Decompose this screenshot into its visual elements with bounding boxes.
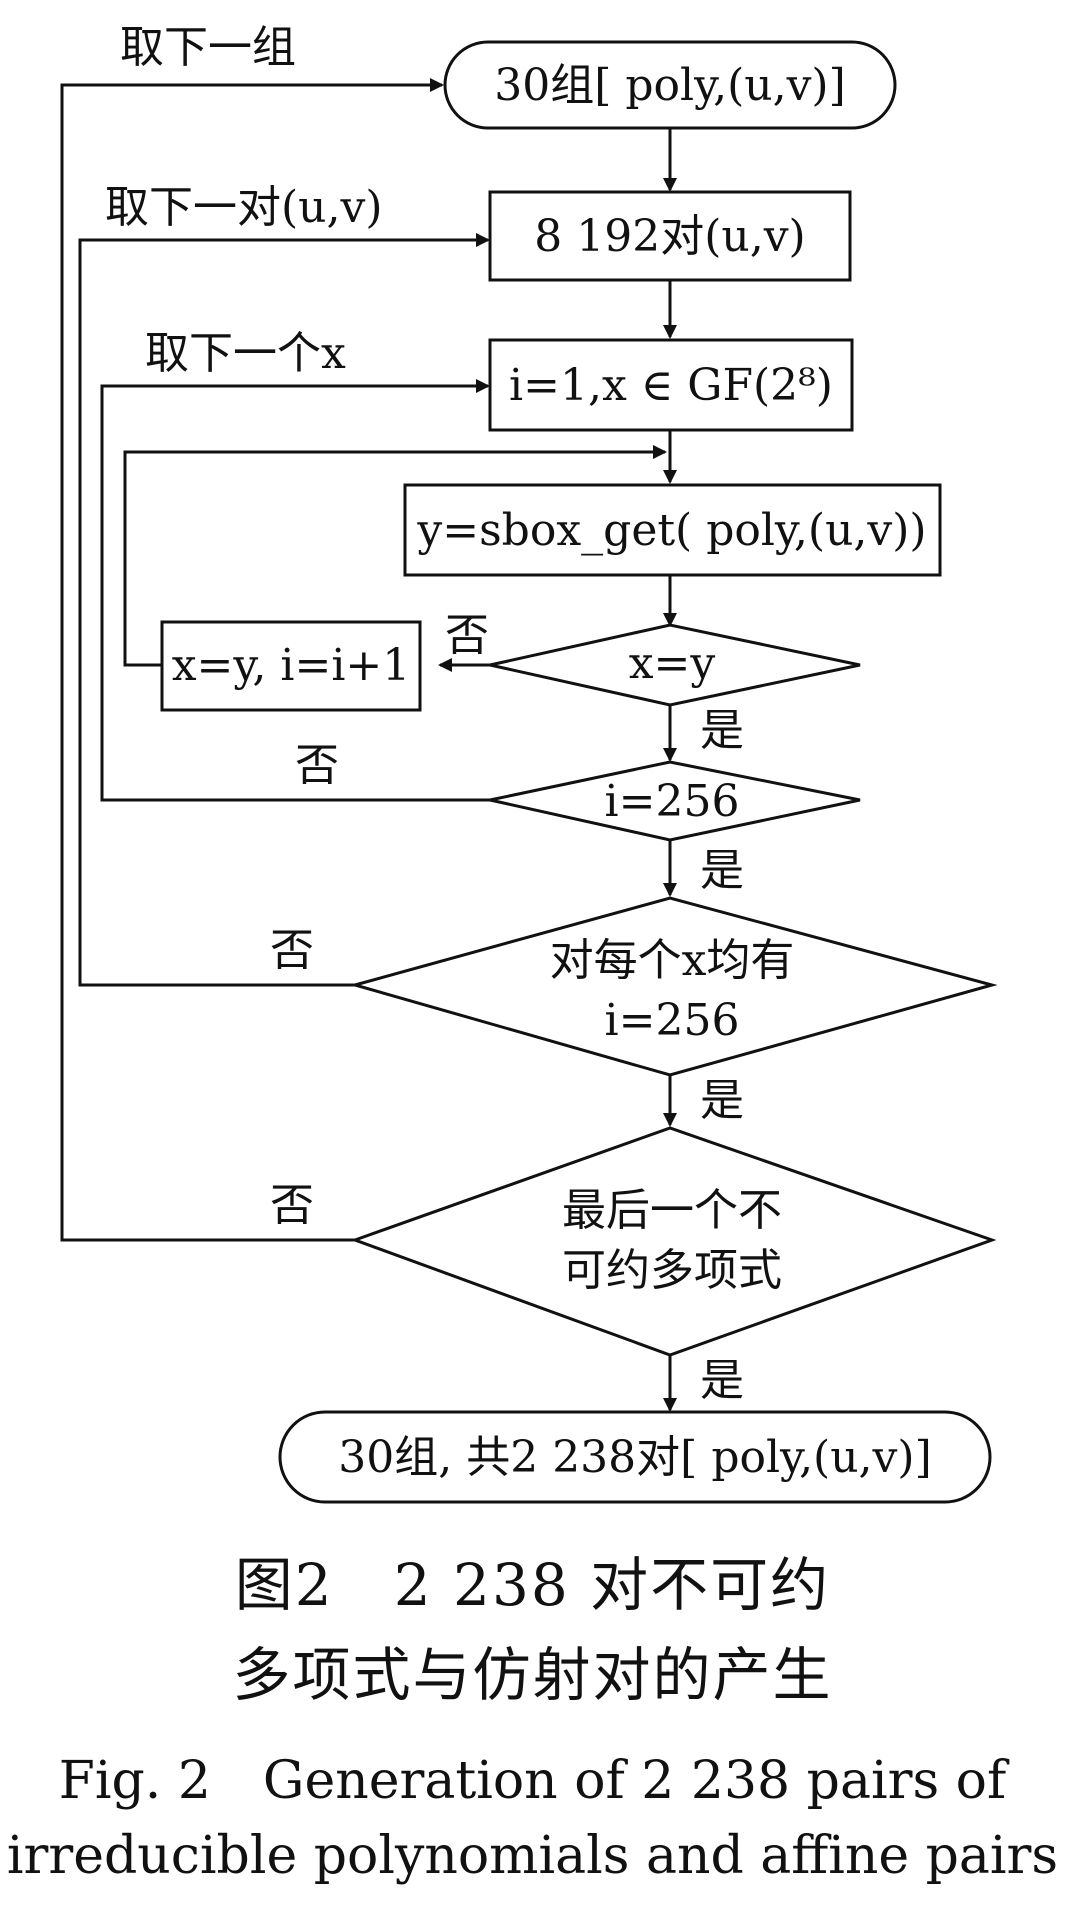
end-node xyxy=(278,1410,992,1504)
edge-loop-next-group xyxy=(60,78,444,1242)
update-label: x=y, i=i+1 xyxy=(172,640,411,691)
label-next-x: 取下一个x xyxy=(145,328,346,379)
edge-loop-next-pair xyxy=(78,233,490,987)
pairs-node xyxy=(488,190,852,282)
caption-zh-line1: 图2 2 238 对不可约 xyxy=(234,1551,831,1619)
init-node xyxy=(488,338,854,432)
cond-all-node xyxy=(349,896,998,1077)
caption-zh-line2: 多项式与仿射对的产生 xyxy=(232,1641,833,1709)
label-yes-xy: 是 xyxy=(700,705,744,756)
cond-i256-node xyxy=(489,760,861,842)
start-label: 30组[ poly,(u,v)] xyxy=(494,60,846,111)
update-node xyxy=(160,620,422,712)
start-node xyxy=(443,40,897,130)
init-label: i=1,x ∈ GF(2⁸) xyxy=(509,360,833,411)
pairs-label: 8 192对(u,v) xyxy=(534,211,805,262)
edge-loop-update xyxy=(123,445,667,667)
label-next-pair: 取下一对(u,v) xyxy=(105,182,383,233)
edge-loop-next-x xyxy=(100,379,490,802)
caption-en-line2: irreducible polynomials and affine pairs xyxy=(6,1826,1059,1886)
sbox-label: y=sbox_get( poly,(u,v)) xyxy=(416,505,926,556)
label-yes-i256: 是 xyxy=(700,845,744,896)
label-no-last: 否 xyxy=(270,1180,314,1231)
cond-last-node xyxy=(350,1126,997,1357)
cond-all-line1: 对每个x均有 xyxy=(550,935,795,986)
cond-last-line1: 最后一个不 xyxy=(562,1185,782,1236)
cond-xy-label: x=y xyxy=(629,638,716,689)
cond-last-line2: 可约多项式 xyxy=(562,1245,782,1296)
flowchart: 30组[ poly,(u,v)] 8 192对(u,v) i=1,x ∈ GF(… xyxy=(60,22,998,1504)
cond-i256-label: i=256 xyxy=(605,776,740,827)
label-no-i256: 否 xyxy=(295,740,339,791)
end-label: 30组, 共2 238对[ poly,(u,v)] xyxy=(338,1432,931,1483)
label-no-all: 否 xyxy=(270,925,314,976)
label-next-group: 取下一组 xyxy=(120,22,296,73)
cond-xy-node xyxy=(489,623,861,707)
caption-en-line1: Fig. 2 Generation of 2 238 pairs of xyxy=(58,1751,1007,1811)
cond-all-line2: i=256 xyxy=(605,995,740,1046)
label-no-xy: 否 xyxy=(445,610,489,661)
label-yes-last: 是 xyxy=(700,1355,744,1406)
label-yes-all: 是 xyxy=(700,1075,744,1126)
sbox-node xyxy=(403,483,942,577)
